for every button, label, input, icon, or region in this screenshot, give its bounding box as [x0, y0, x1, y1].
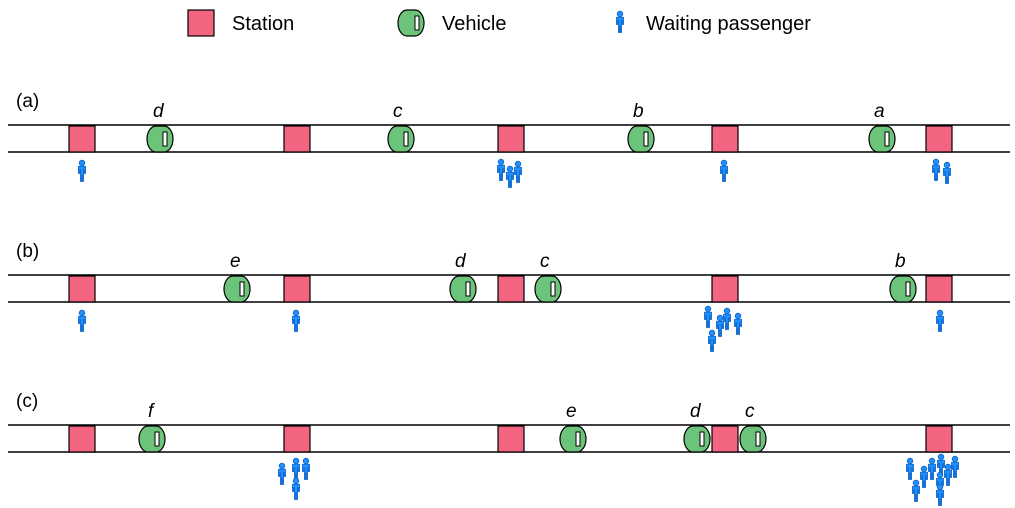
vehicle [868, 125, 896, 153]
waiting-passenger [723, 307, 731, 330]
vehicle [739, 425, 767, 453]
station [711, 275, 739, 303]
vehicle [146, 125, 174, 153]
panel-label: (a) [16, 91, 39, 112]
legend-station-icon [187, 9, 215, 37]
waiting-passenger [906, 457, 914, 480]
waiting-passenger [291, 477, 301, 500]
vehicle [138, 425, 166, 453]
vehicle [559, 425, 587, 453]
vehicle-label: e [230, 251, 241, 272]
waiting-passenger [704, 305, 712, 328]
station [925, 275, 953, 303]
station [283, 425, 311, 453]
panel-b: (b) e d c b [8, 241, 1010, 352]
vehicle [387, 125, 415, 153]
waiting-passenger [277, 462, 287, 485]
station [68, 125, 96, 153]
vehicle [627, 125, 655, 153]
vehicle-label: d [690, 401, 702, 422]
station [283, 125, 311, 153]
waiting-passenger [932, 158, 940, 181]
waiting-passenger [716, 314, 724, 337]
vehicle-label: f [148, 401, 155, 422]
waiting-passenger [291, 309, 301, 332]
vehicle-label: c [393, 101, 403, 122]
waiting-passenger [936, 483, 944, 506]
vehicle-label: d [153, 101, 165, 122]
waiting-passenger [78, 309, 86, 332]
waiting-passenger [912, 479, 920, 502]
legend-vehicle-icon [397, 9, 425, 37]
waiting-passenger [928, 457, 936, 480]
legend-vehicle-label: Vehicle [442, 13, 507, 35]
waiting-passenger [496, 158, 506, 181]
station [68, 425, 96, 453]
vehicle-label: b [895, 251, 906, 272]
station [68, 275, 96, 303]
vehicle-label: b [633, 101, 644, 122]
station [497, 425, 525, 453]
legend-station-label: Station [232, 13, 294, 35]
vehicle-label: d [455, 251, 467, 272]
waiting-passenger [78, 159, 86, 182]
panel-label: (b) [16, 241, 39, 262]
vehicle [889, 275, 917, 303]
station [925, 425, 953, 453]
panel-a: (a) d c b a [8, 91, 1010, 188]
station [497, 275, 525, 303]
station [711, 425, 739, 453]
waiting-passenger [514, 160, 522, 183]
waiting-passenger [301, 457, 311, 480]
vehicle [683, 425, 711, 453]
vehicle-label: c [745, 401, 755, 422]
legend: Station Vehicle Waiting passenger [187, 9, 811, 37]
station [283, 275, 311, 303]
vehicle [449, 275, 477, 303]
station [497, 125, 525, 153]
vehicle [223, 275, 251, 303]
vehicle-label: e [566, 401, 577, 422]
waiting-passenger [951, 455, 959, 478]
waiting-passenger [734, 312, 742, 335]
waiting-passenger [943, 161, 951, 184]
legend-passenger-icon [616, 10, 624, 33]
waiting-passenger [291, 457, 301, 480]
vehicle-label: c [540, 251, 550, 272]
panel-c: (c) f e d c [8, 391, 1010, 506]
station [711, 125, 739, 153]
panel-label: (c) [16, 391, 38, 412]
legend-passenger-label: Waiting passenger [646, 13, 811, 35]
waiting-passenger [944, 463, 952, 486]
waiting-passenger [708, 329, 716, 352]
waiting-passenger [920, 465, 928, 488]
vehicle-label: a [874, 101, 885, 122]
waiting-passenger [720, 159, 728, 182]
waiting-passenger [936, 309, 944, 332]
waiting-passenger [505, 165, 514, 188]
station [925, 125, 953, 153]
vehicle [534, 275, 562, 303]
